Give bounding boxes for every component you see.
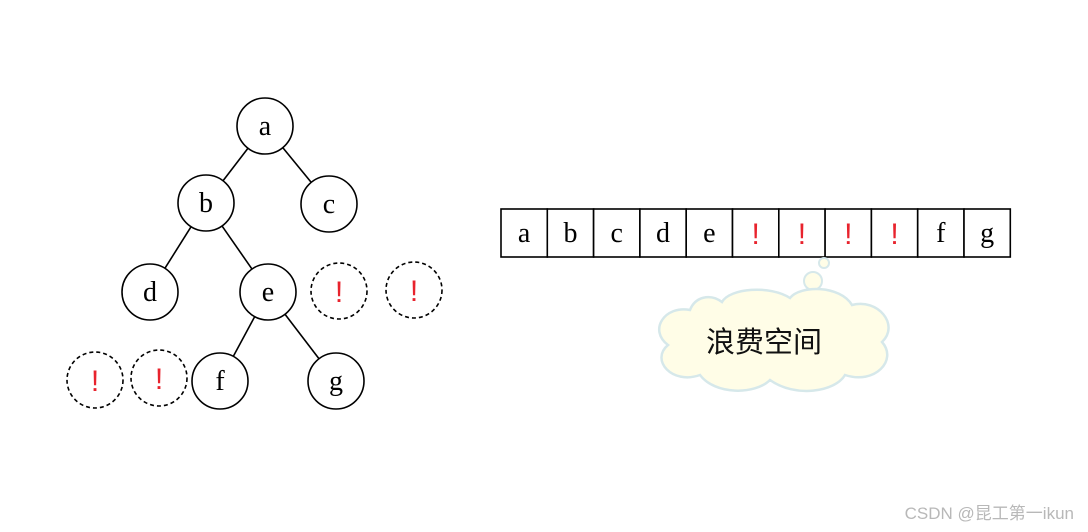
tree-edge-e-g bbox=[284, 313, 320, 360]
empty-slot-node: ! bbox=[385, 261, 443, 319]
node-label: f bbox=[215, 366, 225, 397]
node-circle bbox=[236, 97, 294, 155]
empty-slot-node: ! bbox=[130, 349, 188, 407]
watermark: CSDN @昆工第一ikun bbox=[904, 504, 1074, 523]
cell-box bbox=[685, 208, 734, 258]
node-circle bbox=[310, 262, 368, 320]
node-circle bbox=[121, 263, 179, 321]
empty-marker: ! bbox=[751, 218, 759, 251]
tree-node-a: a bbox=[236, 97, 294, 155]
empty-slot-node: ! bbox=[66, 351, 124, 409]
array-cell-empty: ! bbox=[777, 208, 826, 258]
array-cell-empty: ! bbox=[870, 208, 919, 258]
cell-box bbox=[963, 208, 1012, 258]
array-cell: d bbox=[639, 208, 688, 258]
tree-node-b: b bbox=[177, 174, 235, 232]
node-circle bbox=[307, 352, 365, 410]
cell-box bbox=[592, 208, 641, 258]
cell-label: c bbox=[611, 218, 623, 249]
node-label: c bbox=[323, 189, 335, 220]
array-cell: e bbox=[685, 208, 734, 258]
cell-box bbox=[916, 208, 965, 258]
cell-box bbox=[639, 208, 688, 258]
tree-node-e: e bbox=[239, 263, 297, 321]
cell-box bbox=[500, 208, 549, 258]
tree-edges bbox=[164, 147, 320, 360]
empty-marker: ! bbox=[91, 365, 99, 398]
empty-marker: ! bbox=[335, 276, 343, 309]
cell-label: e bbox=[703, 218, 715, 249]
empty-marker: ! bbox=[798, 218, 806, 251]
empty-marker: ! bbox=[890, 218, 898, 251]
cell-label: d bbox=[656, 218, 670, 249]
tree-edge-a-b bbox=[222, 147, 249, 182]
node-label: d bbox=[143, 277, 157, 308]
tree-edge-b-d bbox=[164, 226, 192, 269]
array-cell: c bbox=[592, 208, 641, 258]
cell-label: f bbox=[936, 218, 946, 249]
callout-text: 浪费空间 bbox=[706, 325, 822, 359]
node-label: g bbox=[329, 366, 343, 397]
tree-edge-e-f bbox=[232, 316, 256, 357]
array-cell-empty: ! bbox=[731, 208, 780, 258]
empty-marker: ! bbox=[844, 218, 852, 251]
node-circle bbox=[130, 349, 188, 407]
node-circle bbox=[177, 174, 235, 232]
cell-box bbox=[870, 208, 919, 258]
tree-node-d: d bbox=[121, 263, 179, 321]
node-circle bbox=[385, 261, 443, 319]
empty-slot-node: ! bbox=[310, 262, 368, 320]
array-cell: a bbox=[500, 208, 549, 258]
array-row: a b c d e!!!! f g bbox=[500, 208, 1012, 258]
array-cell: f bbox=[916, 208, 965, 258]
tree-node-c: c bbox=[300, 175, 358, 233]
tree-nodes: a b c d e f g!!!! bbox=[66, 97, 443, 410]
node-circle bbox=[300, 175, 358, 233]
cell-label: g bbox=[980, 218, 994, 249]
tree-node-f: f bbox=[191, 352, 249, 410]
node-circle bbox=[191, 352, 249, 410]
cell-label: b bbox=[563, 218, 577, 249]
node-label: e bbox=[262, 277, 274, 308]
callout-bubble-small bbox=[818, 257, 830, 269]
node-circle bbox=[66, 351, 124, 409]
tree-edge-b-e bbox=[221, 225, 253, 270]
tree-node-g: g bbox=[307, 352, 365, 410]
callout-cloud bbox=[658, 287, 890, 393]
callout-bubble-medium bbox=[803, 271, 823, 291]
waste-space-callout: 浪费空间 bbox=[658, 257, 890, 393]
node-label: a bbox=[259, 111, 272, 142]
tree-edge-a-c bbox=[282, 147, 312, 183]
node-label: b bbox=[199, 188, 213, 219]
array-cell: b bbox=[546, 208, 595, 258]
node-circle bbox=[239, 263, 297, 321]
cell-label: a bbox=[518, 218, 531, 249]
empty-marker: ! bbox=[155, 363, 163, 396]
cell-box bbox=[546, 208, 595, 258]
array-cell-empty: ! bbox=[824, 208, 873, 258]
array-cell: g bbox=[963, 208, 1012, 258]
cell-box bbox=[731, 208, 780, 258]
empty-marker: ! bbox=[410, 275, 418, 308]
